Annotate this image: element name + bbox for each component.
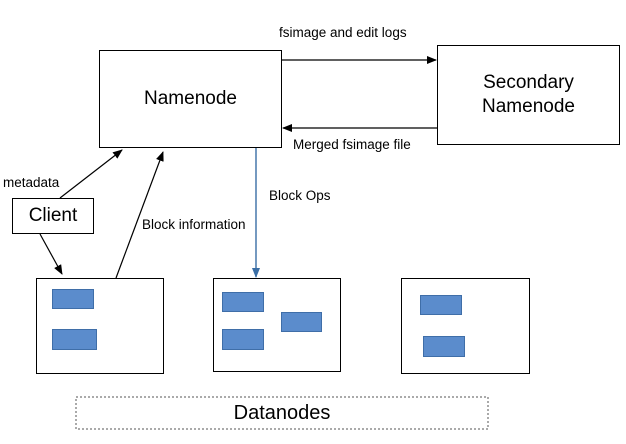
datanode-3 [401, 278, 530, 374]
data-block [423, 336, 465, 357]
client-label: Client [28, 205, 78, 226]
block-information-arrow [115, 151, 164, 279]
data-block [52, 289, 94, 309]
secondary-namenode-box: Secondary Namenode [437, 45, 620, 145]
block-ops-label: Block Ops [269, 188, 331, 203]
data-block [420, 295, 462, 315]
datanodes-label: Datanodes [233, 402, 331, 424]
metadata-arrow [59, 149, 123, 199]
metadata-label: metadata [3, 175, 60, 190]
fsimage-edit-logs-label: fsimage and edit logs [279, 25, 407, 40]
client-box: Client [12, 198, 94, 234]
client-to-datanode-arrow [39, 233, 63, 275]
data-block [222, 292, 264, 312]
data-block [222, 329, 264, 350]
merged-fsimage-label: Merged fsimage file [293, 137, 411, 152]
namenode-label: Namenode [144, 88, 237, 109]
datanodes-label-frame [75, 396, 489, 430]
secondary-namenode-label-line2: Namenode [482, 96, 575, 117]
secondary-namenode-label-line1: Secondary [483, 72, 574, 93]
datanode-1 [36, 278, 164, 374]
data-block [281, 312, 322, 332]
data-block [52, 329, 97, 350]
block-information-label: Block information [142, 217, 246, 232]
namenode-box: Namenode [99, 50, 282, 148]
